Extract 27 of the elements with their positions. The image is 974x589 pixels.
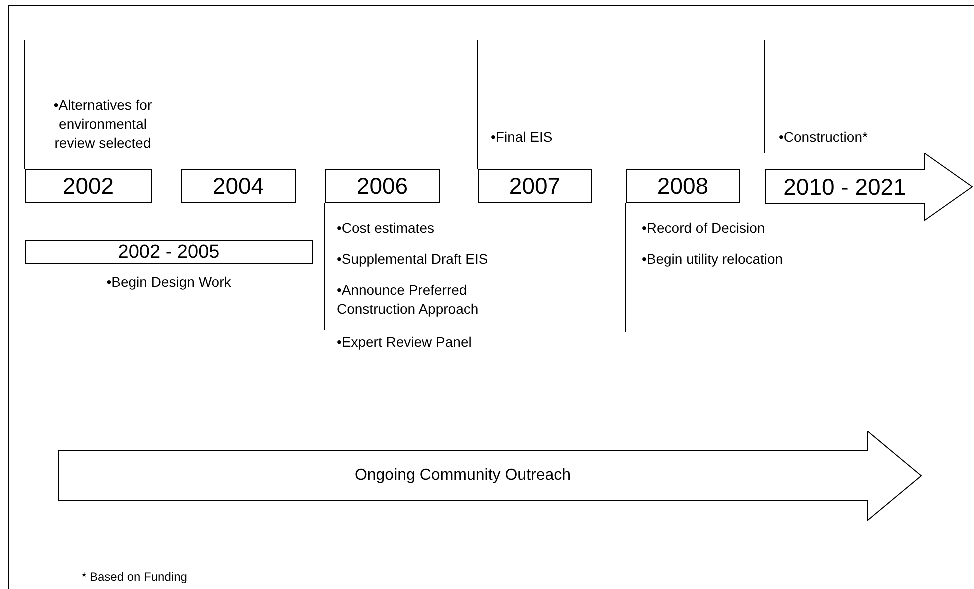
note-text: •Begin Design Work [106, 273, 232, 292]
note-text: •Supplemental Draft EIS [337, 250, 490, 269]
year-label: 2002 - 2005 [118, 242, 220, 262]
year-box [626, 169, 740, 203]
year-box [25, 240, 313, 264]
year-label: 2002 [62, 174, 114, 198]
note-text: •Construction* [779, 128, 869, 147]
note-text: •Expert Review Panel [337, 333, 473, 352]
year-label: 2007 [509, 174, 561, 198]
year-box [478, 169, 592, 203]
footnote: * Based on Funding [82, 570, 188, 585]
year-box [181, 169, 296, 203]
note-text: •Begin utility relocation [642, 250, 784, 269]
note-text: •Announce Preferred Construction Approach [337, 281, 480, 319]
arrow-label: Ongoing Community Outreach [354, 466, 572, 486]
note-text: •Final EIS [491, 128, 554, 147]
arrow-label: 2010 - 2021 [782, 172, 908, 202]
year-box [325, 169, 440, 203]
note-text: •Record of Decision [642, 219, 766, 238]
year-box [25, 169, 152, 203]
note-text: •Alternatives for environmental review selected [52, 96, 154, 153]
year-label: 2006 [356, 174, 408, 198]
year-label: 2004 [212, 174, 264, 198]
block-arrow [58, 431, 922, 521]
note-text: •Cost estimates [337, 219, 436, 238]
block-arrow [765, 153, 973, 221]
year-label: 2008 [657, 174, 709, 198]
